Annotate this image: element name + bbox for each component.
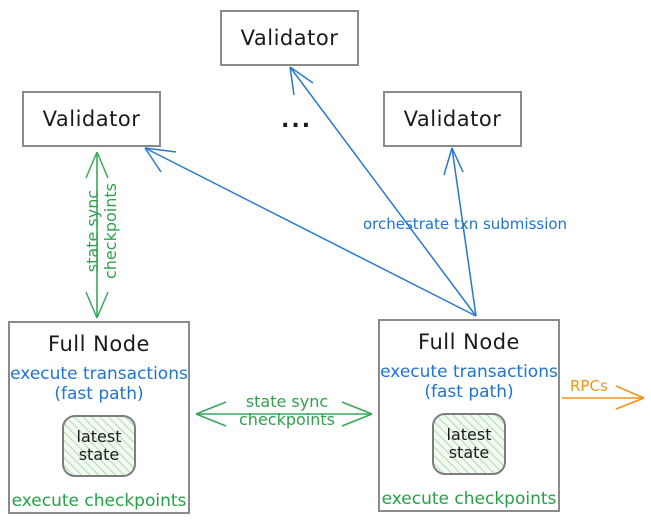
edge-label-state-sync-horizontal: state sync checkpoints	[239, 392, 335, 429]
full-node-right-execute-transactions: execute transactions (fast path)	[380, 362, 558, 402]
full-node-left-latest-state-chip: latest state	[62, 415, 136, 478]
full-node-right-title: Full Node	[418, 330, 520, 354]
edge-label-orchestrate-txn-submission: orchestrate txn submission	[363, 215, 568, 233]
validator-top-box[interactable]: Validator	[220, 10, 359, 66]
full-node-right-box[interactable]: Full Node execute transactions (fast pat…	[378, 319, 560, 512]
validators-ellipsis: ...	[281, 108, 313, 133]
full-node-left-execute-checkpoints: execute checkpoints	[11, 491, 187, 512]
validator-left-box[interactable]: Validator	[22, 91, 161, 147]
full-node-left-execute-transactions: execute transactions (fast path)	[10, 364, 188, 404]
full-node-right-latest-state-chip: latest state	[432, 413, 506, 476]
edge-label-rpcs: RPCs	[570, 377, 608, 395]
validator-right-label: Validator	[403, 107, 502, 131]
validator-right-box[interactable]: Validator	[383, 91, 522, 147]
full-node-left-title: Full Node	[48, 332, 150, 356]
validator-left-label: Validator	[42, 107, 141, 131]
full-node-right-execute-checkpoints: execute checkpoints	[381, 489, 557, 510]
edge-label-state-sync-vertical: state sync checkpoints	[83, 183, 120, 279]
full-node-left-box[interactable]: Full Node execute transactions (fast pat…	[8, 321, 190, 514]
validator-top-label: Validator	[240, 26, 339, 50]
